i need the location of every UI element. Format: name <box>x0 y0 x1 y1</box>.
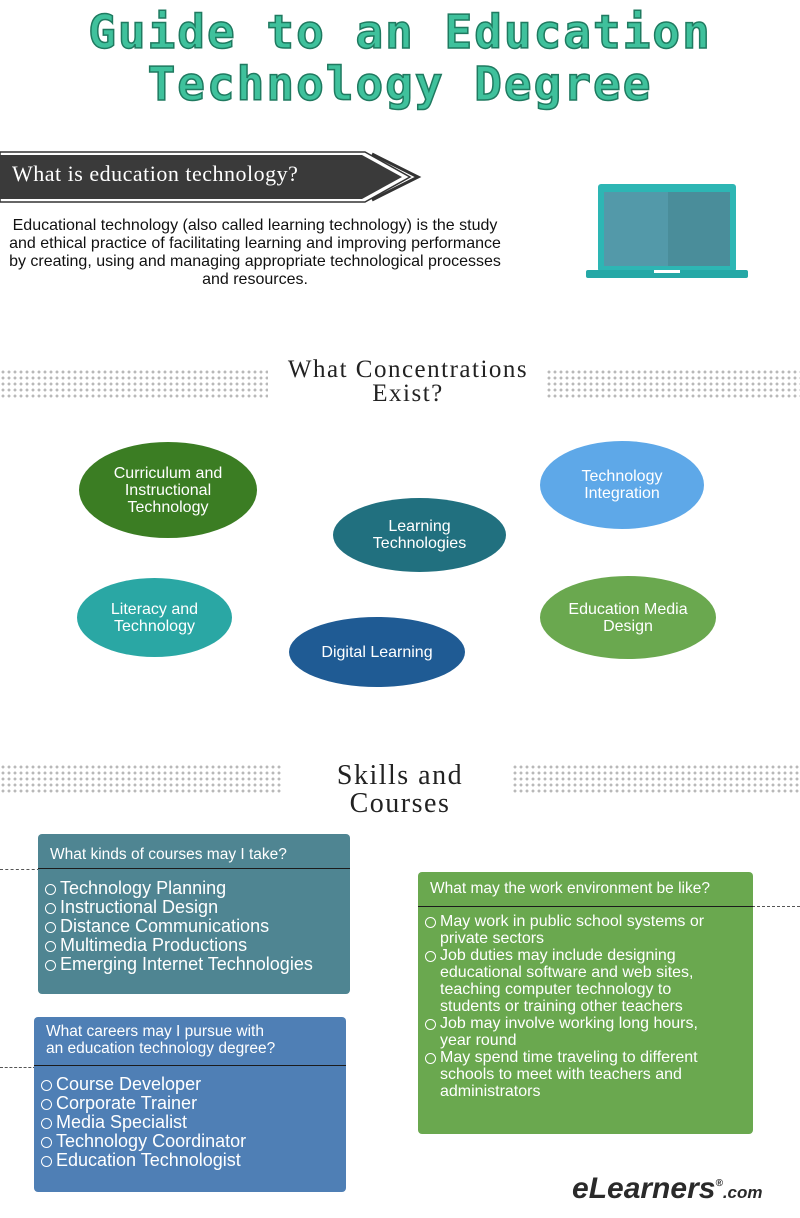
environment-list: May work in public school systems or pri… <box>418 913 753 1100</box>
courses-box: What kinds of courses may I take? Techno… <box>38 834 350 994</box>
list-item: Education Technologist <box>34 1151 346 1170</box>
connector-line <box>0 869 40 870</box>
list-item: Emerging Internet Technologies <box>38 955 350 974</box>
courses-question: What kinds of courses may I take? <box>50 846 287 863</box>
environment-box: What may the work environment be like? M… <box>418 872 753 1134</box>
careers-question: What careers may I pursue with an educat… <box>34 1017 346 1065</box>
concentration-curriculum: Curriculum and Instructional Technology <box>79 442 257 538</box>
list-item: Distance Communications <box>38 917 350 936</box>
concentrations-heading-line1: What Concentrations <box>287 356 529 383</box>
logo-tld: .com <box>722 1183 763 1202</box>
divider-dots-left <box>0 764 282 794</box>
box-rule <box>34 1065 346 1066</box>
careers-list: Course Developer Corporate Trainer Media… <box>34 1075 346 1170</box>
list-item: Job duties may include designing educati… <box>418 947 723 1015</box>
list-item: May work in public school systems or pri… <box>418 913 723 947</box>
list-item: Corporate Trainer <box>34 1094 346 1113</box>
concentration-label: Curriculum and Instructional Technology <box>113 464 223 516</box>
intro-heading: What is education technology? <box>12 161 299 186</box>
box-rule <box>38 868 350 869</box>
concentration-label: Digital Learning <box>321 643 433 661</box>
list-item: Multimedia Productions <box>38 936 350 955</box>
concentration-digital-learning: Digital Learning <box>289 617 465 687</box>
list-item: May spend time traveling to different sc… <box>418 1049 723 1100</box>
careers-box: What careers may I pursue with an educat… <box>34 1017 346 1192</box>
laptop-icon <box>586 184 748 278</box>
intro-definition: Educational technology (also called lear… <box>9 217 501 288</box>
concentration-literacy: Literacy and Technology <box>77 578 232 657</box>
list-item: Technology Planning <box>38 879 350 898</box>
concentration-technology-integration: Technology Integration <box>540 441 704 529</box>
concentration-label: Technology Integration <box>581 468 663 502</box>
list-item: Course Developer <box>34 1075 346 1094</box>
divider-dots-right <box>546 369 800 399</box>
logo-e: e <box>572 1172 589 1205</box>
logo-reg: ® <box>715 1177 723 1189</box>
page-title: Guide to an Education Technology Degree <box>0 5 800 111</box>
skills-heading-line2: Courses <box>349 788 451 819</box>
page-title-line2: Technology Degree <box>147 57 653 111</box>
connector-line <box>752 906 800 907</box>
concentrations-heading: What Concentrations Exist? <box>268 356 548 407</box>
environment-question: What may the work environment be like? <box>430 880 710 897</box>
careers-question-line2: an education technology degree? <box>46 1040 276 1057</box>
concentration-label: Education Media Design <box>568 600 688 635</box>
box-rule <box>418 906 753 907</box>
careers-question-line1: What careers may I pursue with <box>46 1023 264 1040</box>
divider-dots-right <box>512 764 800 794</box>
concentration-learning-technologies: Learning Technologies <box>333 498 506 572</box>
skills-heading: Skills and Courses <box>300 762 500 818</box>
concentrations-heading-line2: Exist? <box>372 380 444 407</box>
skills-heading-line1: Skills and <box>336 760 464 791</box>
arrow-banner <box>0 151 422 203</box>
courses-list: Technology Planning Instructional Design… <box>38 879 350 974</box>
concentration-label: Learning Technologies <box>372 518 467 552</box>
logo-main: Learners <box>588 1172 716 1205</box>
concentration-label: Literacy and Technology <box>110 600 199 635</box>
list-item: Instructional Design <box>38 898 350 917</box>
divider-dots-left <box>0 369 268 399</box>
connector-line <box>0 1067 36 1068</box>
list-item: Job may involve working long hours, year… <box>418 1015 723 1049</box>
elearners-logo: eLearners®.com <box>572 1172 763 1206</box>
page-title-line1: Guide to an Education <box>87 5 712 59</box>
concentration-media-design: Education Media Design <box>540 576 716 659</box>
list-item: Media Specialist <box>34 1113 346 1132</box>
list-item: Technology Coordinator <box>34 1132 346 1151</box>
